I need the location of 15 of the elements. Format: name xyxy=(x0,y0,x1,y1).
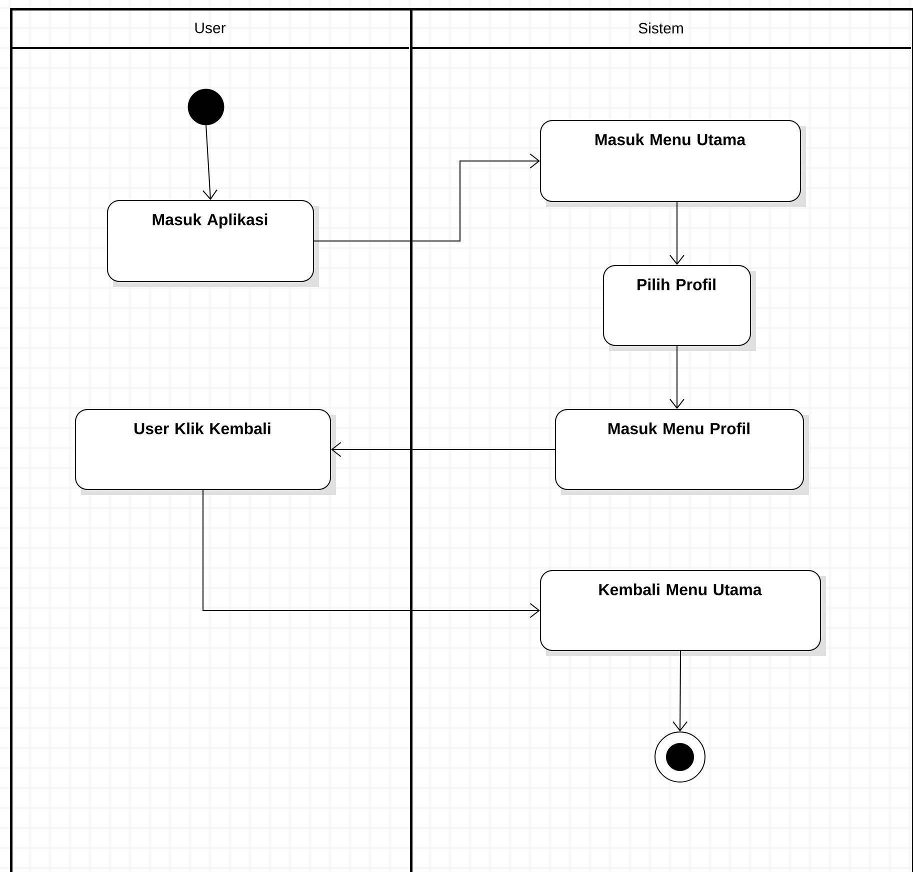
arrow xyxy=(672,650,688,732)
arrow xyxy=(202,490,540,618)
end-node xyxy=(654,732,706,782)
arrow xyxy=(331,442,556,457)
activity-box: Masuk Menu Profil xyxy=(555,409,809,495)
arrow xyxy=(202,124,218,200)
activity-box: Masuk Aplikasi xyxy=(107,200,319,287)
start-node xyxy=(188,88,224,126)
arrow xyxy=(670,202,684,265)
activity-box: Masuk Menu Utama xyxy=(540,120,806,207)
activity-box: Pilih Profil xyxy=(603,265,756,351)
activity-box: Kembali Menu Utama xyxy=(540,570,826,656)
activity-box: User Klik Kembali xyxy=(75,409,336,495)
arrow xyxy=(314,154,540,242)
arrow xyxy=(670,346,684,409)
